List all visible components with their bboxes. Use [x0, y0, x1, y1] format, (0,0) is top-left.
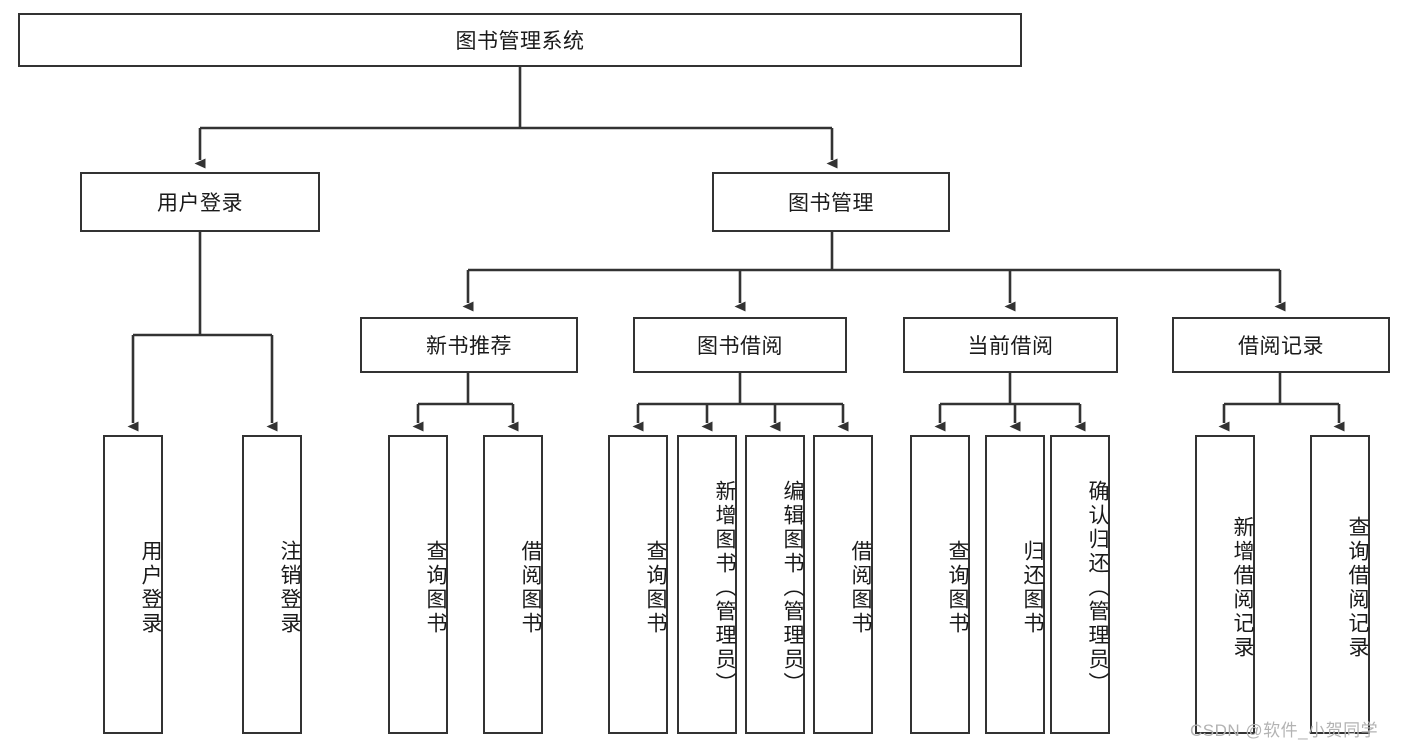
node-label: 用户登录 — [157, 192, 243, 215]
node-label: 图书借阅 — [697, 335, 783, 358]
node-current-borrow[interactable]: 当前借阅 — [903, 317, 1118, 373]
node-leaf-return-book[interactable]: 归还图书 — [985, 435, 1045, 734]
node-leaf-query-borrow-record[interactable]: 查询借阅记录 — [1310, 435, 1370, 734]
node-label: 借阅图书 — [519, 539, 542, 636]
node-label: 图书管理系统 — [455, 30, 585, 53]
node-label: 新增借阅记录 — [1231, 515, 1254, 660]
node-label: 归还图书 — [1021, 539, 1044, 636]
node-label: 查询图书 — [946, 539, 969, 636]
node-leaf-confirm-return-admin[interactable]: 确认归还（管理员） — [1050, 435, 1110, 734]
node-label: 查询图书 — [424, 539, 447, 636]
node-label: 查询图书 — [644, 539, 667, 636]
node-label: 图书管理 — [788, 192, 874, 215]
node-leaf-borrow-book-recommend[interactable]: 借阅图书 — [483, 435, 543, 734]
node-leaf-edit-book-admin[interactable]: 编辑图书（管理员） — [745, 435, 805, 734]
node-book-borrow[interactable]: 图书借阅 — [633, 317, 847, 373]
node-leaf-query-book-current[interactable]: 查询图书 — [910, 435, 970, 734]
node-label: 新书推荐 — [426, 335, 512, 358]
node-leaf-add-book-admin[interactable]: 新增图书（管理员） — [677, 435, 737, 734]
node-label: 注销登录 — [278, 539, 301, 636]
node-label: 借阅图书 — [849, 539, 872, 636]
node-borrow-record[interactable]: 借阅记录 — [1172, 317, 1390, 373]
node-user-login[interactable]: 用户登录 — [80, 172, 320, 232]
node-leaf-query-book-recommend[interactable]: 查询图书 — [388, 435, 448, 734]
node-label: 新增图书（管理员） — [713, 479, 736, 696]
node-leaf-logout[interactable]: 注销登录 — [242, 435, 302, 734]
node-label: 编辑图书（管理员） — [781, 479, 804, 696]
node-label: 当前借阅 — [967, 335, 1054, 358]
watermark-text: CSDN @软件_小贺同学 — [1190, 721, 1379, 740]
node-leaf-query-book-borrow[interactable]: 查询图书 — [608, 435, 668, 734]
node-label: 确认归还（管理员） — [1086, 479, 1109, 696]
node-book-management[interactable]: 图书管理 — [712, 172, 950, 232]
node-new-book-recommend[interactable]: 新书推荐 — [360, 317, 578, 373]
node-leaf-borrow-book[interactable]: 借阅图书 — [813, 435, 873, 734]
node-leaf-add-borrow-record[interactable]: 新增借阅记录 — [1195, 435, 1255, 734]
node-label: 用户登录 — [139, 539, 162, 636]
node-leaf-user-login[interactable]: 用户登录 — [103, 435, 163, 734]
node-root-book-management-system[interactable]: 图书管理系统 — [18, 13, 1022, 67]
node-label: 查询借阅记录 — [1346, 515, 1369, 660]
node-label: 借阅记录 — [1238, 335, 1324, 358]
